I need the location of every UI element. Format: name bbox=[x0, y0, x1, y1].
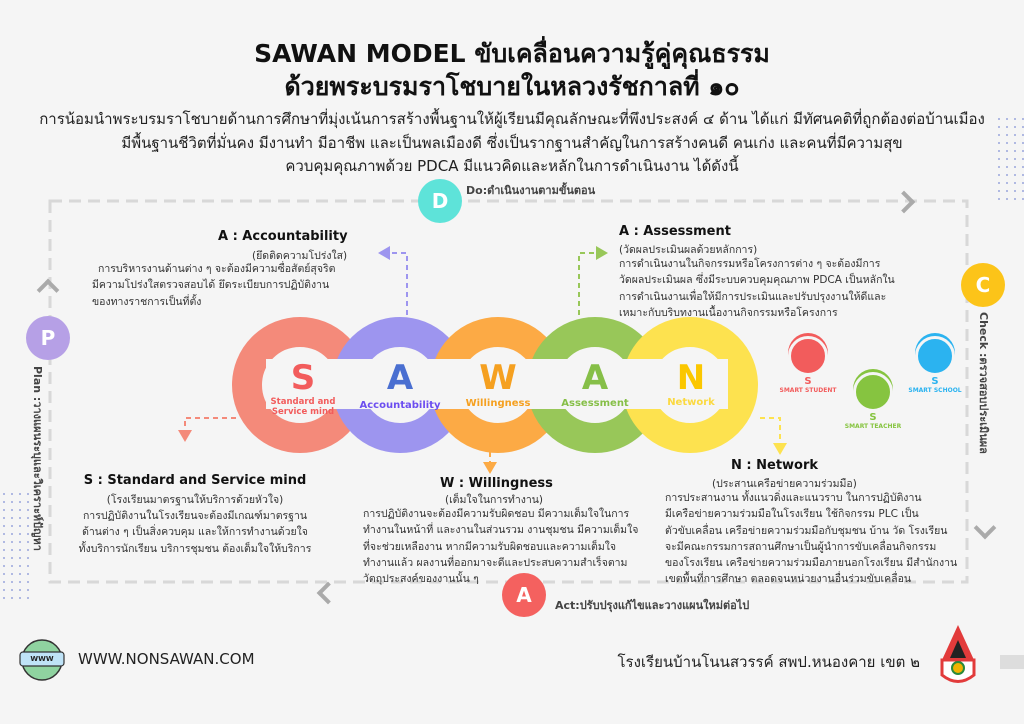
pdca-check-badge: C bbox=[961, 263, 1005, 307]
smart-teacher: S SMART TEACHER bbox=[838, 372, 908, 430]
smart-school-label: SMART SCHOOL bbox=[908, 387, 962, 394]
willingness-subtitle: (เต็มใจในการทำงาน) bbox=[445, 494, 544, 506]
willingness-title: W : Willingness bbox=[440, 476, 553, 491]
accountability-subtitle: (ยึดติดความโปร่งใส) bbox=[252, 250, 348, 262]
smart-school: S SMART SCHOOL bbox=[900, 336, 970, 394]
assessment-subtitle: (วัดผลประเมินผลด้วยหลักการ) bbox=[619, 244, 758, 256]
body-line: เขตพื้นที่การศึกษา ตลอดจนหน่วยงานอื่นร่ว… bbox=[665, 573, 912, 586]
body-line: วัตถุประสงค์ของงานนั้น ๆ bbox=[363, 573, 479, 586]
pdca-plan-label: Plan :วางแผนระบุและวิเคราะห์ปัญหา bbox=[31, 366, 44, 551]
brain-icon bbox=[788, 336, 828, 376]
dot-pattern bbox=[995, 115, 1024, 205]
body-line: ของโรงเรียน เครือข่ายความร่วมมือภายนอกโร… bbox=[665, 557, 958, 570]
pdca-do-badge: D bbox=[418, 179, 462, 223]
ring-letter-w: W bbox=[479, 358, 517, 398]
pdca-do-label: Do:ดำเนินงานตามขั้นตอน bbox=[466, 184, 596, 197]
body-line: ตัวขับเคลื่อน เครือข่ายความร่วมมือกับชุม… bbox=[665, 524, 948, 537]
network-connector bbox=[760, 417, 781, 442]
website-link[interactable]: WWW.NONSAWAN.COM bbox=[78, 650, 255, 668]
ring-label-a: Accountability bbox=[359, 400, 441, 411]
dot-pattern bbox=[0, 490, 30, 600]
body-line: การประสานงาน ทั้งแนวดิ่งและแนวราบ ในการป… bbox=[665, 492, 922, 504]
body-line: ทั้งบริการนักเรียน บริการชุมชน ต้องเต็มใ… bbox=[78, 542, 312, 555]
body-line: ของทางราชการเป็นที่ตั้ง bbox=[92, 295, 202, 308]
accountability-body: การบริหารงานด้านต่าง ๆ จะต้องมีความซื่อส… bbox=[92, 261, 335, 310]
standard-title: S : Standard and Service mind bbox=[83, 473, 307, 488]
title-line-1: SAWAN MODEL ขับเคลื่อนความรู้คู่คุณธรรม bbox=[254, 39, 770, 68]
pdca-act-badge: A bbox=[502, 573, 546, 617]
willingness-arrow bbox=[483, 462, 497, 474]
standard-arrow bbox=[178, 430, 192, 442]
body-line: ทำงานในหน้าที่ และงานในส่วนรวม งานชุมชน … bbox=[363, 524, 639, 537]
ring-label-n: Network bbox=[667, 397, 715, 408]
body-line: การปฏิบัติงานในโรงเรียนจะต้องมีเกณฑ์มาตร… bbox=[82, 510, 308, 522]
pdca-check-label: Check :ตรวจสอบประเมินผล bbox=[977, 312, 990, 454]
title-line-2: ด้วยพระบรมราโชบายในหลวงรัชกาลที่ ๑๐ bbox=[284, 72, 740, 101]
standard-subtitle: (โรงเรียนมาตรฐานให้บริการด้วยหัวใจ) bbox=[106, 494, 284, 506]
intro-line-1: การน้อมนำพระบรมราโชบายด้านการศึกษาที่มุ่… bbox=[39, 110, 985, 128]
pdca-act-label: Act:ปรับปรุงแก้ไขและวางแผนใหม่ต่อไป bbox=[555, 599, 750, 612]
intro-line-2: มีพื้นฐานชีวิตที่มั่นคง มีงานทำ มีอาชีพ … bbox=[121, 134, 903, 152]
pdca-plan-badge: P bbox=[26, 316, 70, 360]
assessment-connector bbox=[578, 252, 594, 315]
globe-badge-text: WWW bbox=[30, 655, 54, 663]
network-subtitle: (ประสานเครือข่ายความร่วมมือ) bbox=[712, 478, 857, 490]
body-line: การปฏิบัติงานจะต้องมีความรับผิดชอบ มีควา… bbox=[363, 508, 630, 520]
body-line: วัดผลประเมินผล ซึ่งมีระบบควบคุมคุณภาพ PD… bbox=[619, 274, 895, 287]
intro-line-3: ควบคุมคุณภาพด้วย PDCA มีแนวคิดและหลักในก… bbox=[285, 157, 739, 175]
accountability-title: A : Accountability bbox=[218, 229, 348, 244]
body-line: จะมีคณะกรรมการสถานศึกษาเป็นผู้นำการขับเค… bbox=[665, 540, 937, 553]
network-body: การประสานงาน ทั้งแนวดิ่งและแนวราบ ในการป… bbox=[665, 490, 957, 588]
body-line: ทำงานแล้ว ผลงานที่ออกมาจะดีและประสบความส… bbox=[363, 556, 628, 569]
smart-student-label: SMART STUDENT bbox=[779, 387, 837, 394]
body-line: มีความโปร่งใสตรวจสอบได้ ยึดระเบียบการปฏิ… bbox=[92, 279, 330, 292]
ring-label-s: Standard and Service mind bbox=[270, 397, 336, 417]
assessment-arrow bbox=[596, 246, 608, 260]
smart-teacher-label: SMART TEACHER bbox=[844, 423, 902, 430]
sawan-rings bbox=[232, 317, 758, 453]
ring-label-a2: Assessment bbox=[561, 398, 629, 409]
standard-body: การปฏิบัติงานในโรงเรียนจะต้องมีเกณฑ์มาตร… bbox=[60, 508, 330, 557]
network-arrow bbox=[773, 443, 787, 455]
ring-letter-a2: A bbox=[581, 358, 609, 398]
assessment-body: การดำเนินงานในกิจกรรมหรือโครงการต่าง ๆ จ… bbox=[619, 256, 895, 321]
ring-letter-n: N bbox=[676, 358, 706, 398]
standard-connector bbox=[184, 417, 236, 430]
smart-school-letter: S bbox=[931, 376, 939, 387]
school-building-icon bbox=[915, 336, 955, 376]
school-emblem-icon bbox=[940, 625, 976, 683]
assessment-title: A : Assessment bbox=[619, 224, 731, 239]
standard-section: S : Standard and Service mind (โรงเรียนม… bbox=[60, 473, 330, 557]
accountability-arrow bbox=[378, 246, 390, 260]
smart-student-letter: S bbox=[804, 376, 812, 387]
smart-student: S SMART STUDENT bbox=[773, 336, 843, 394]
ring-letter-s: S bbox=[290, 358, 316, 398]
ring-letter-a: A bbox=[386, 358, 414, 398]
edge-bar bbox=[1000, 655, 1024, 669]
body-line: ด้านต่าง ๆ เป็นสิ่งควบคุม และให้การทำงาน… bbox=[82, 526, 308, 539]
globe-icon bbox=[19, 639, 65, 681]
body-line: เหมาะกับบริบทงานเนื้องานกิจกรรมหรือโครงก… bbox=[619, 306, 838, 319]
ring-label-w: Willingness bbox=[465, 398, 531, 409]
body-line: มีเครือข่ายความร่วมมือในโรงเรียน ใช้กิจก… bbox=[665, 508, 919, 521]
willingness-body: การปฏิบัติงานจะต้องมีความรับผิดชอบ มีควา… bbox=[363, 506, 638, 587]
body-line: การดำเนินงานในกิจกรรมหรือโครงการต่าง ๆ จ… bbox=[619, 258, 881, 270]
body-line: ที่จะช่วยเหลืองาน หากมีความรับผิดชอบและค… bbox=[363, 540, 617, 553]
accountability-connector bbox=[392, 252, 408, 315]
smart-teacher-letter: S bbox=[869, 412, 877, 423]
teacher-board-icon bbox=[853, 372, 893, 412]
body-line: การบริหารงานด้านต่าง ๆ จะต้องมีความซื่อส… bbox=[98, 263, 336, 275]
network-title: N : Network bbox=[731, 458, 819, 473]
school-name: โรงเรียนบ้านโนนสวรรค์ สพป.หนองคาย เขต ๒ bbox=[617, 653, 920, 671]
body-line: การดำเนินงานเพื่อให้มีการประเมินและปรับป… bbox=[619, 290, 887, 303]
